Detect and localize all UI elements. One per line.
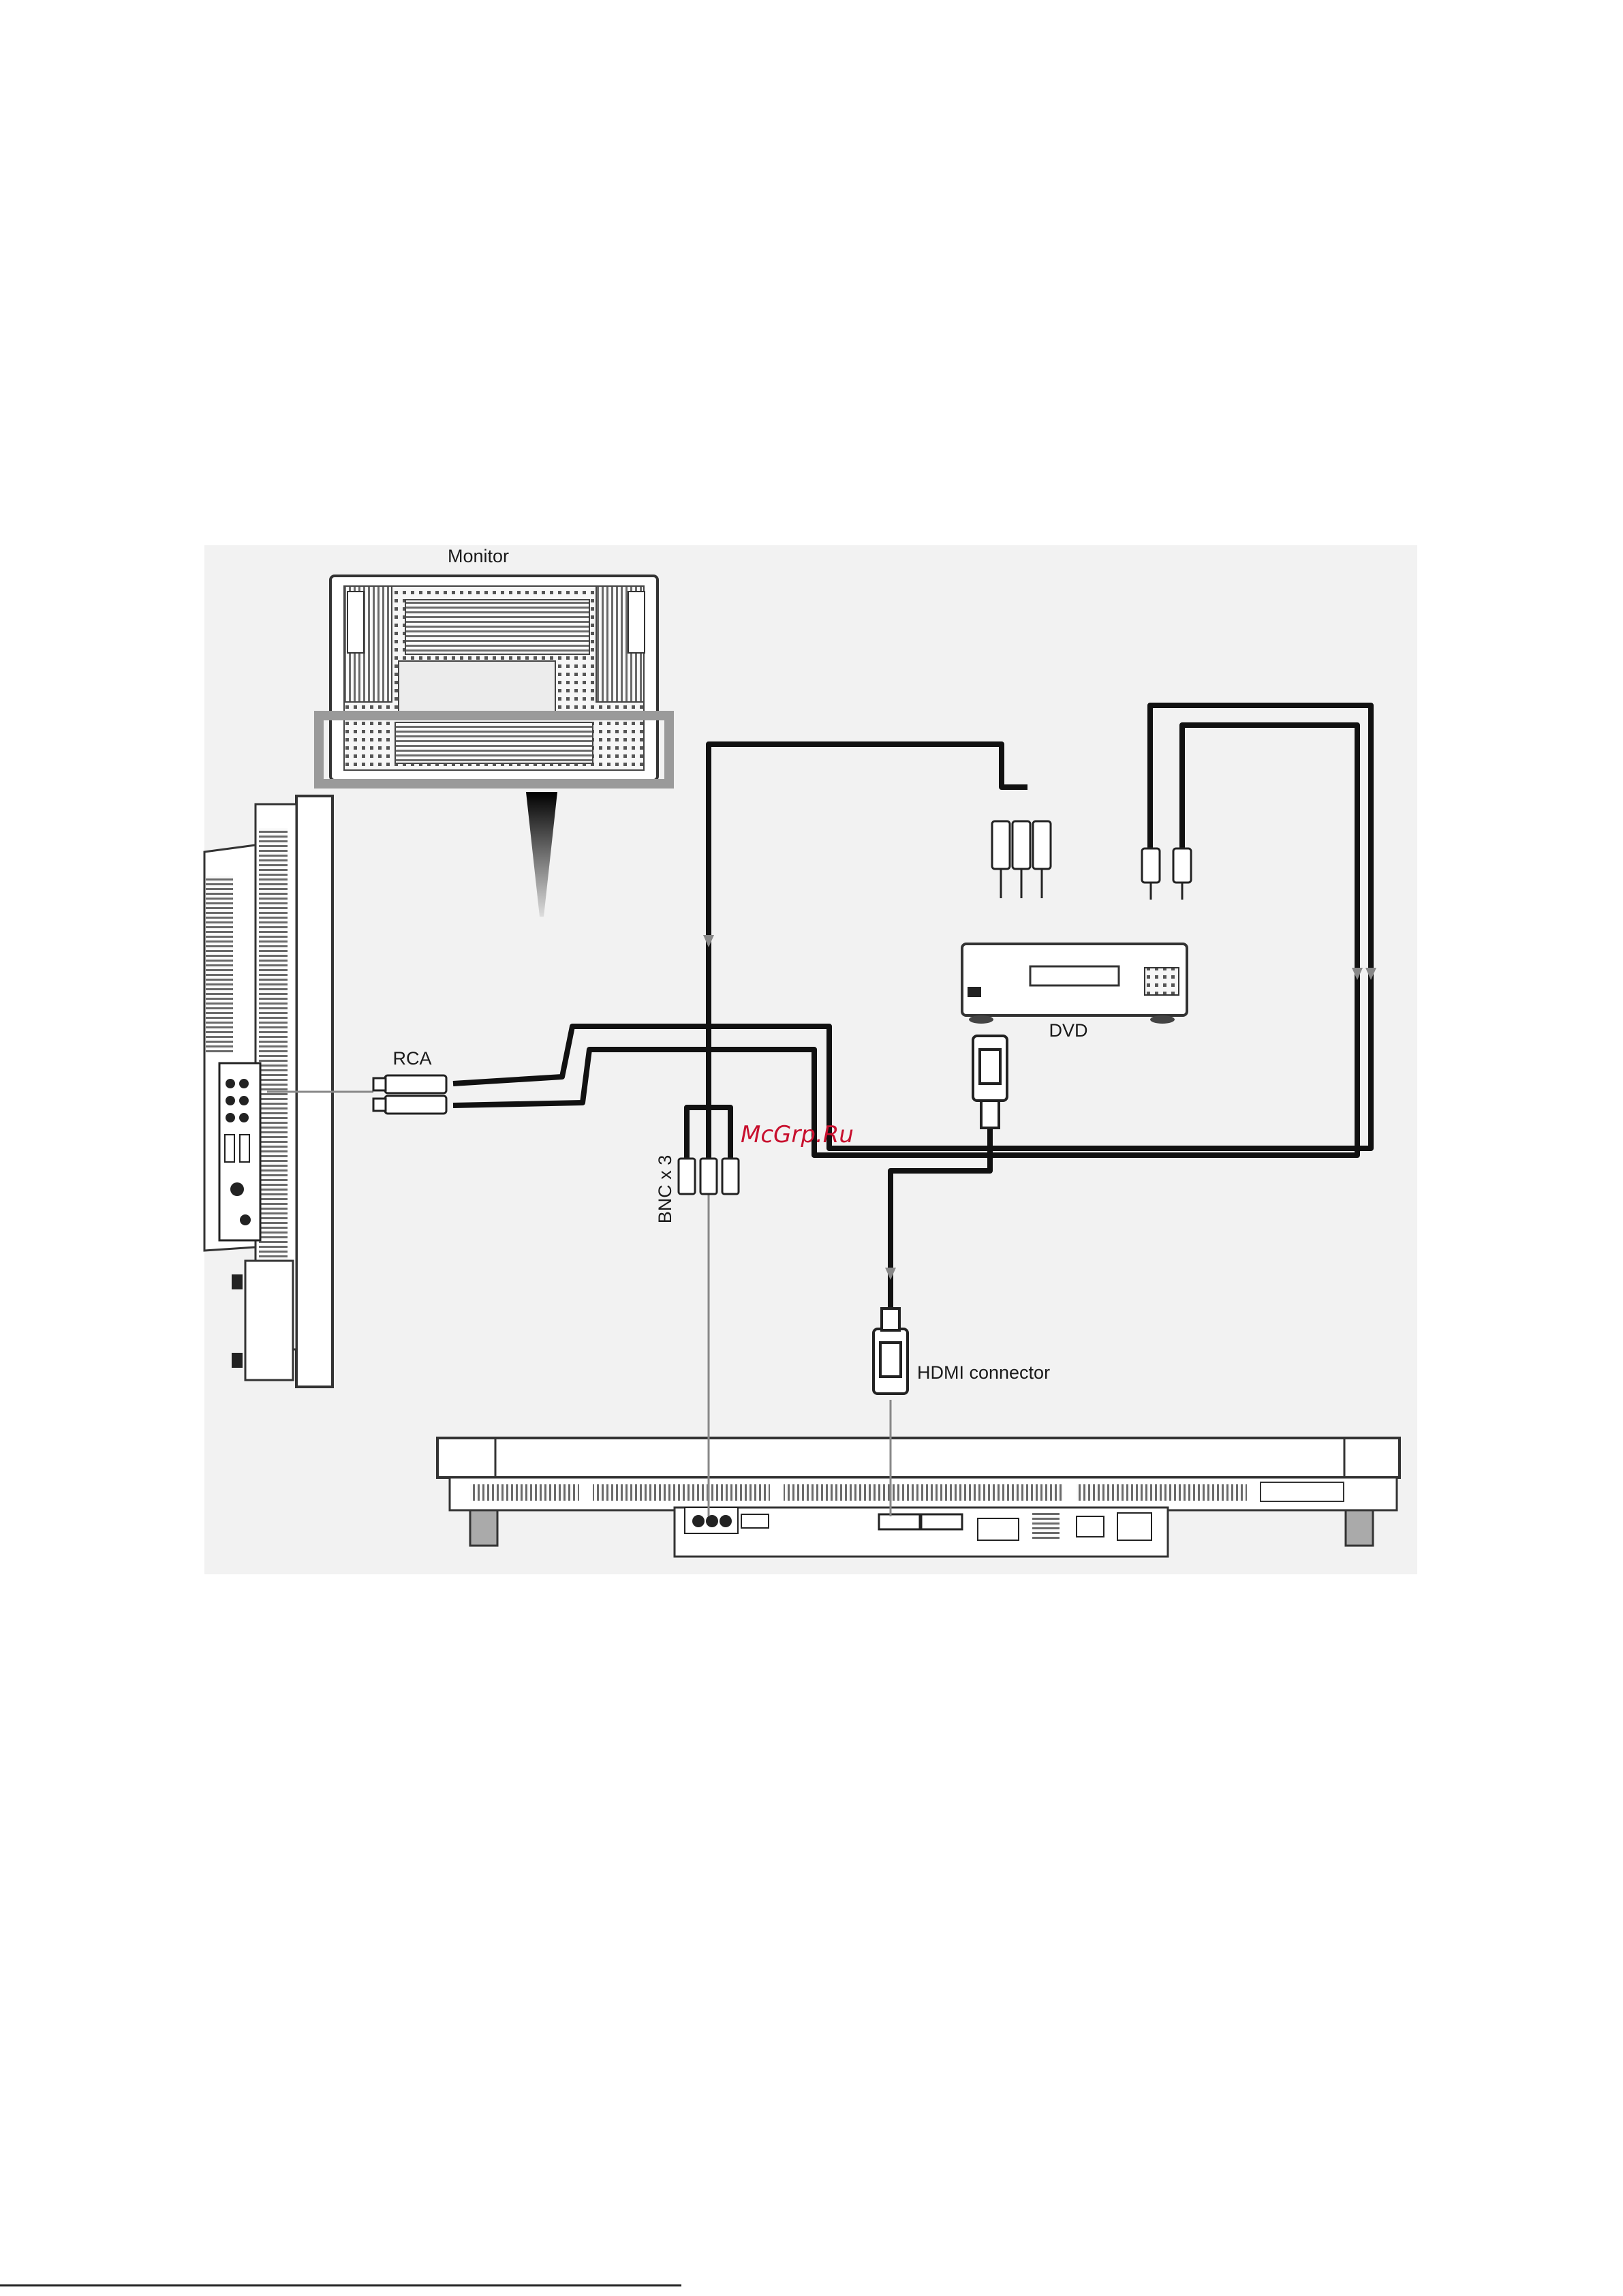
dvd-player — [962, 944, 1187, 1024]
dvd-label: DVD — [1049, 1020, 1087, 1041]
dvd-component-plugs — [992, 821, 1051, 898]
footer-rule — [0, 2284, 681, 2286]
watermark: McGrp.Ru — [741, 1121, 854, 1148]
monitor-rear-view — [330, 576, 658, 780]
monitor-label: Monitor — [448, 546, 509, 566]
bnc-plugs — [679, 1159, 739, 1194]
bnc-label: BNC x 3 — [655, 1155, 675, 1224]
rca-label: RCA — [392, 1048, 431, 1069]
hdmi-label: HDMI connector — [917, 1362, 1050, 1383]
